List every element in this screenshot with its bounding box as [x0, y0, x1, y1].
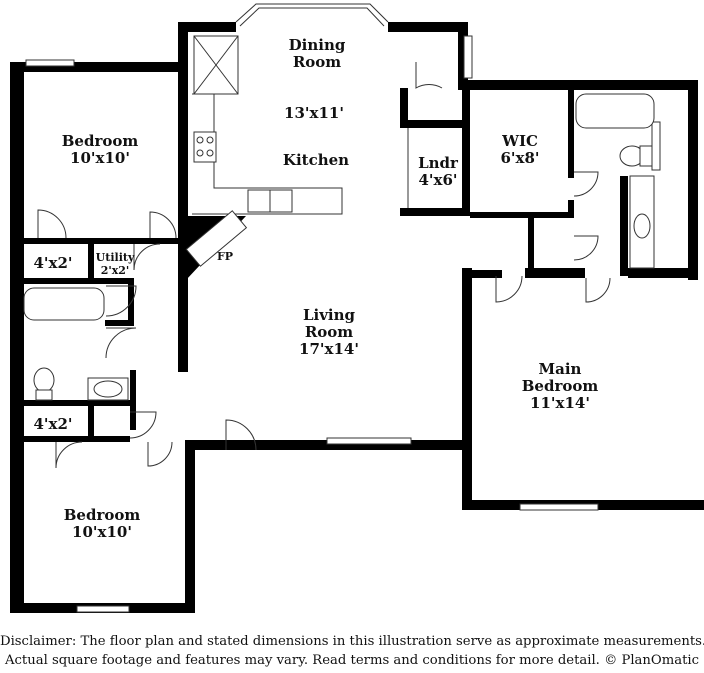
utility-name: Utility [96, 251, 135, 264]
dining-room-name-2: Room [293, 53, 341, 71]
bedroom-top-dims: 10'x10' [70, 149, 130, 167]
kitchen-name: Kitchen [283, 151, 349, 169]
laundry-name: Lndr [418, 154, 459, 172]
bedroom-bottom-dims: 10'x10' [72, 523, 132, 541]
laundry-dims: 4'x6' [418, 171, 457, 189]
floor-plan: Dining Room 13'x11' Kitchen Bedroom 10'x… [10, 3, 704, 613]
main-bedroom-dims: 11'x14' [530, 394, 590, 412]
living-room-dims: 17'x14' [299, 340, 359, 358]
bath-fixtures [23, 93, 655, 401]
utility-dims: 2'x2' [101, 264, 130, 277]
wic-dims: 6'x8' [500, 149, 539, 167]
disclaimer-line-2: Actual square footage and features may v… [5, 653, 699, 668]
kitchen-fixtures [185, 35, 343, 267]
dining-room-name-1: Dining [289, 36, 346, 54]
bedroom-top-name: Bedroom [62, 132, 139, 150]
windows [25, 3, 661, 613]
disclaimer-line-1: Disclaimer: The floor plan and stated di… [0, 634, 704, 649]
wic-name: WIC [501, 132, 538, 150]
dining-room-dims: 13'x11' [284, 104, 344, 122]
bedroom-bottom-name: Bedroom [64, 506, 141, 524]
closet-top-dims: 4'x2' [33, 254, 72, 272]
living-room-name-1: Living [303, 306, 356, 324]
closet-bottom-dims: 4'x2' [33, 415, 72, 433]
disclaimer: Disclaimer: The floor plan and stated di… [0, 632, 704, 670]
main-bedroom-name-2: Bedroom [522, 377, 599, 395]
fireplace-label: FP [217, 250, 233, 263]
door-swings [37, 62, 611, 469]
main-bedroom-name-1: Main [539, 360, 582, 378]
living-room-name-2: Room [305, 323, 353, 341]
